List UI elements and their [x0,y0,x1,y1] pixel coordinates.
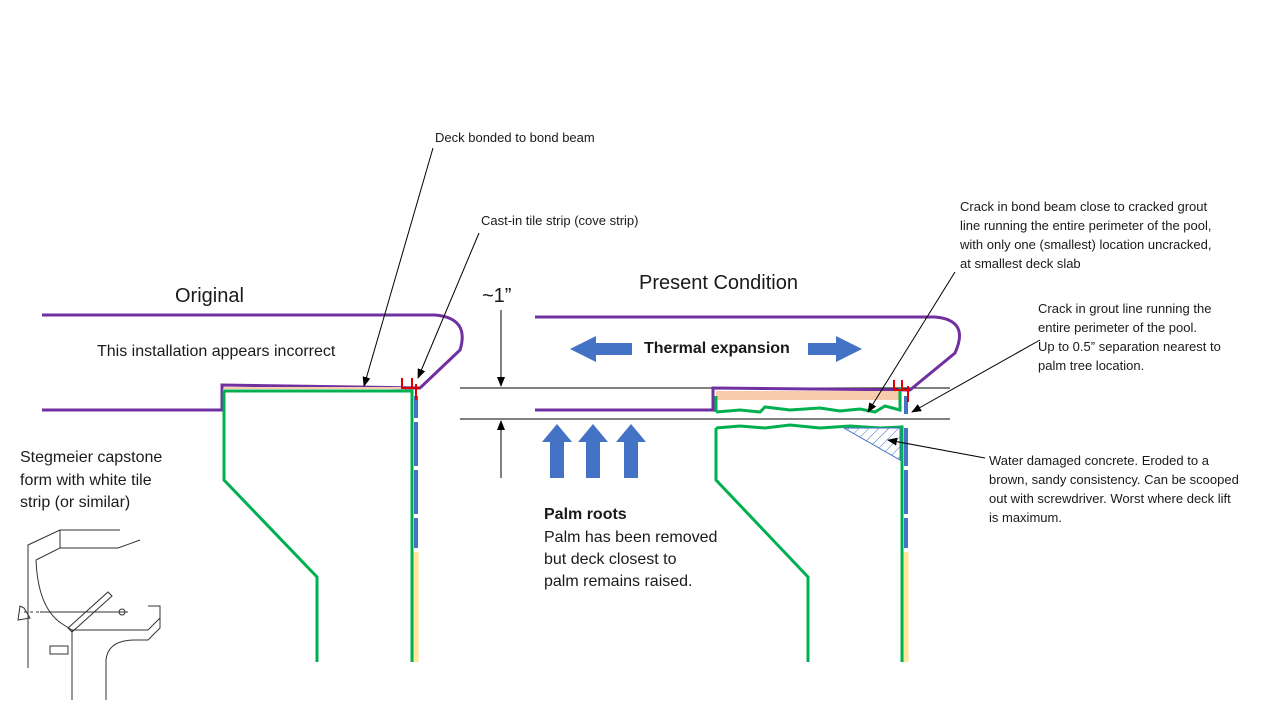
capstone-line-3: strip (or similar) [20,494,131,511]
tile-strip-leader [417,232,480,379]
present-bond-beam [714,423,904,662]
crack-grout-line-3: Up to 0.5” separation nearest to [1038,339,1221,354]
water-damage-line-2: brown, sandy consistency. Can be scooped [989,472,1239,487]
thermal-arrow-left [570,336,632,362]
water-damage-line-3: out with screwdriver. Worst where deck l… [989,491,1231,506]
root-arrow-1 [542,424,572,478]
crack-grout-leader [911,339,1041,413]
palm-roots-title: Palm roots [544,506,627,523]
present-crack-top [715,388,902,414]
root-arrow-2 [578,424,608,478]
deck-bonded-label: Deck bonded to bond beam [435,130,595,145]
palm-note-line-2: but deck closest to [544,551,677,568]
palm-note-line-1: Palm has been removed [544,529,718,546]
incorrect-installation-note: This installation appears incorrect [97,343,336,360]
crack-bond-beam-leader [867,271,956,413]
crack-bond-beam-line-1: Crack in bond beam close to cracked grou… [960,199,1208,214]
deck-bonded-leader [362,147,434,387]
crack-bond-beam-line-3: with only one (smallest) location uncrac… [960,237,1212,252]
water-damage-line-4: is maximum. [989,510,1062,525]
capstone-line-2: form with white tile [20,472,152,489]
thermal-expansion-label: Thermal expansion [644,340,790,357]
gap-dimension-label: ~1” [482,285,512,307]
crack-grout-line-1: Crack in grout line running the [1038,301,1212,316]
crack-grout-line-4: palm tree location. [1038,358,1145,373]
original-cove-strip [401,378,420,400]
thermal-expansion-arrows [570,336,862,362]
gap-dimension [460,310,950,478]
tile-strip-label: Cast-in tile strip (cove strip) [481,213,639,228]
root-arrow-3 [616,424,646,478]
capstone-form-sketch [17,529,161,700]
present-section [535,271,1041,662]
palm-root-arrows [542,424,646,478]
crack-bond-beam-line-2: line running the entire perimeter of the… [960,218,1212,233]
capstone-line-1: Stegmeier capstone [20,449,163,466]
original-bond-beam [222,389,414,662]
palm-note-line-3: palm remains raised. [544,573,693,590]
original-title: Original [175,285,244,307]
present-cove-strip [893,380,910,402]
water-damage-line-1: Water damaged concrete. Eroded to a [989,453,1209,468]
present-deck-outline [535,315,961,412]
crack-bond-beam-line-4: at smallest deck slab [960,256,1081,271]
water-damage-leader [887,437,986,459]
present-condition-title: Present Condition [639,272,798,294]
crack-grout-line-2: entire perimeter of the pool. [1038,320,1197,335]
thermal-arrow-right [808,336,862,362]
original-section [42,147,480,662]
present-grout-layer [716,391,900,400]
water-damage-region [842,427,901,461]
original-deck-outline [42,313,464,412]
